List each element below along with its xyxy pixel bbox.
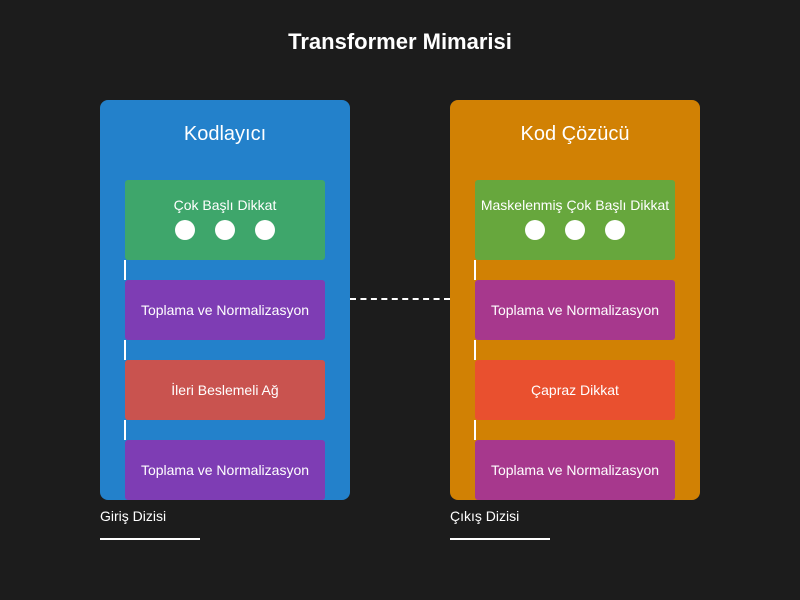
connector-line [474, 260, 476, 280]
decoder-masked-attention-block: Maskelenmiş Çok Başlı Dikkat [475, 180, 675, 260]
attention-head-dot [175, 220, 195, 240]
connector-line [124, 340, 126, 360]
attention-head-dot [525, 220, 545, 240]
encoder-multi-head-attention-block: Çok Başlı Dikkat [125, 180, 325, 260]
block-label: Maskelenmiş Çok Başlı Dikkat [480, 197, 670, 213]
block-label: Toplama ve Normalizasyon [140, 462, 310, 478]
decoder-add-norm-block: Toplama ve Normalizasyon [475, 280, 675, 340]
attention-head-dot [565, 220, 585, 240]
block-label: Toplama ve Normalizasyon [490, 302, 660, 318]
connector-line [474, 420, 476, 440]
output-underline [450, 538, 550, 540]
connector-line [124, 260, 126, 280]
decoder-title: Kod Çözücü [520, 123, 630, 145]
attention-head-dot [255, 220, 275, 240]
block-label: Toplama ve Normalizasyon [490, 462, 660, 478]
encoder-feed-forward-block: İleri Beslemeli Ağ [125, 360, 325, 420]
diagram-title: Transformer Mimarisi [288, 29, 512, 54]
output-sequence-label: Çıkış Dizisi [450, 508, 520, 524]
block-label: İleri Beslemeli Ağ [171, 382, 279, 398]
decoder-add-norm-block: Toplama ve Normalizasyon [475, 440, 675, 500]
encoder-panel: Kodlayıcı Çok Başlı Dikkat Toplama ve No… [100, 100, 350, 500]
attention-head-dot [605, 220, 625, 240]
encoder-title: Kodlayıcı [183, 123, 267, 145]
block-label: Toplama ve Normalizasyon [140, 302, 310, 318]
connector-line [124, 420, 126, 440]
encoder-add-norm-block: Toplama ve Normalizasyon [125, 280, 325, 340]
decoder-panel: Kod Çözücü Maskelenmiş Çok Başlı Dikkat … [450, 100, 700, 500]
input-sequence-label: Giriş Dizisi [100, 508, 167, 524]
attention-head-dot [215, 220, 235, 240]
attention-heads [475, 220, 675, 240]
input-underline [100, 538, 200, 540]
attention-heads [125, 220, 325, 240]
connector-line [474, 340, 476, 360]
decoder-cross-attention-block: Çapraz Dikkat [475, 360, 675, 420]
encoder-add-norm-block: Toplama ve Normalizasyon [125, 440, 325, 500]
block-label: Çapraz Dikkat [531, 382, 619, 398]
block-label: Çok Başlı Dikkat [173, 197, 277, 213]
encoder-decoder-connection [350, 298, 450, 300]
